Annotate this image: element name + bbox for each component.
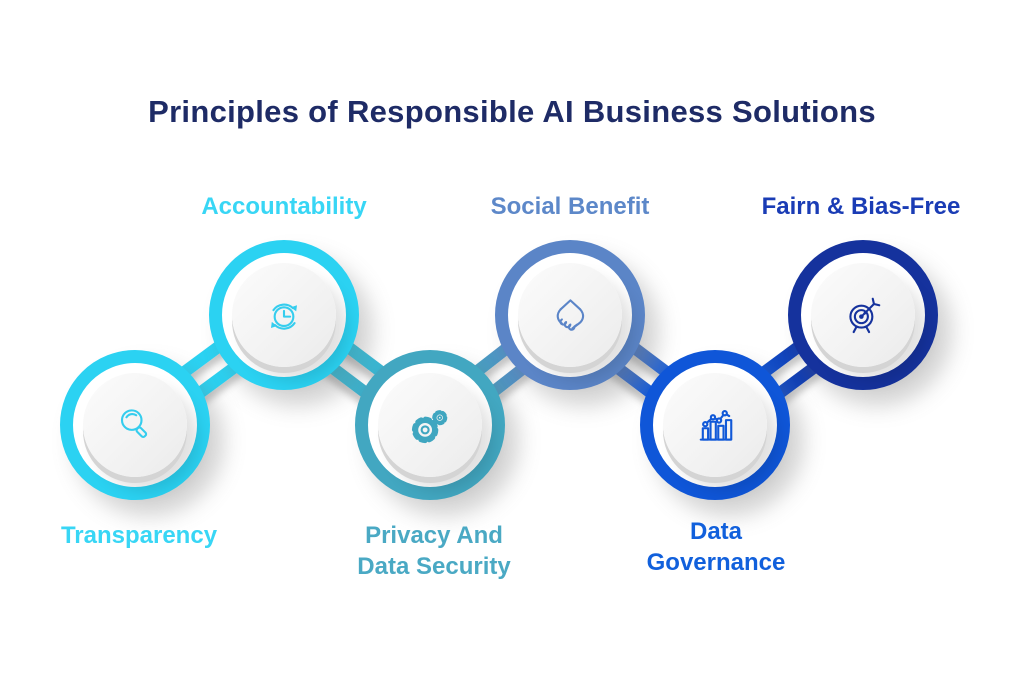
node-fairness-bias-free: [788, 240, 938, 390]
label-data-governance: Data Governance: [646, 518, 786, 576]
gears-icon: [411, 410, 448, 444]
label-social-benefit: Social Benefit: [490, 193, 650, 220]
label-privacy-data-security: Privacy And Data Security: [357, 522, 511, 580]
label-transparency: Transparency: [60, 522, 218, 549]
privacy-disc: [378, 373, 482, 477]
target-arrow-icon: [849, 297, 881, 334]
social-benefit-disc: [518, 263, 622, 367]
bar-chart-icon: [699, 410, 733, 441]
fairness-disc: [811, 263, 915, 367]
page-title: Principles of Responsible AI Business So…: [148, 94, 876, 129]
accountability-disc: [232, 263, 336, 367]
node-accountability: [209, 240, 359, 390]
handshake-icon: [556, 299, 585, 331]
label-fairn-bias-free: Fairn & Bias-Free: [761, 193, 961, 220]
node-privacy-data-security: [355, 350, 505, 500]
data-governance-disc: [663, 373, 767, 477]
history-clock-icon: [271, 303, 297, 330]
node-social-benefit: [495, 240, 645, 390]
magnifier-icon: [120, 409, 148, 439]
node-transparency: [60, 350, 210, 500]
label-accountability: Accountability: [201, 193, 367, 220]
node-data-governance: [640, 350, 790, 500]
transparency-disc: [83, 373, 187, 477]
